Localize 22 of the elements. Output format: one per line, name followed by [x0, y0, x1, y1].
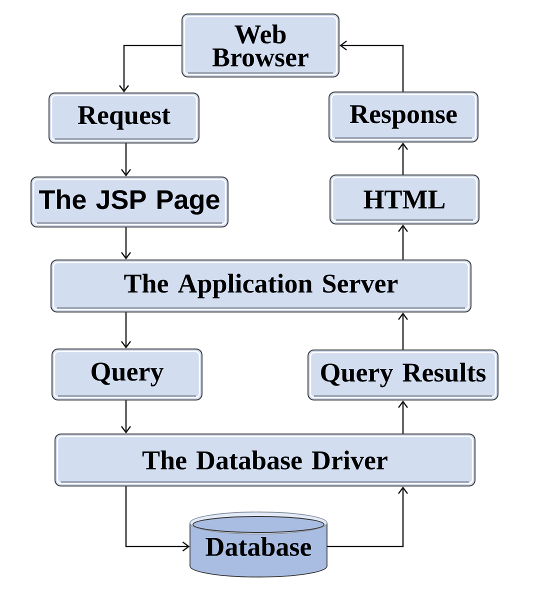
- arrow: [120, 312, 132, 348]
- process-box: Response: [328, 92, 478, 142]
- arrow: [120, 144, 132, 176]
- arrow: [340, 40, 404, 92]
- process-box: The Application Server: [50, 260, 472, 312]
- process-box: Query Results: [308, 350, 498, 400]
- arrow: [118, 44, 182, 92]
- process-box: HTML: [330, 174, 480, 224]
- arrow: [120, 228, 132, 260]
- arrow: [398, 312, 408, 350]
- arrow: [125, 486, 190, 552]
- process-box: The JSP Page: [30, 176, 228, 228]
- process-box: Query: [52, 348, 202, 400]
- arrow: [398, 400, 408, 434]
- arrow: [398, 142, 408, 174]
- process-box: The Database Driver: [54, 434, 476, 486]
- arrow: [327, 486, 408, 548]
- database-cylinder: Database: [190, 512, 328, 578]
- arrow: [120, 400, 132, 434]
- process-box: Request: [48, 92, 200, 144]
- arrow: [398, 224, 408, 260]
- process-box: Web Browser: [182, 14, 340, 78]
